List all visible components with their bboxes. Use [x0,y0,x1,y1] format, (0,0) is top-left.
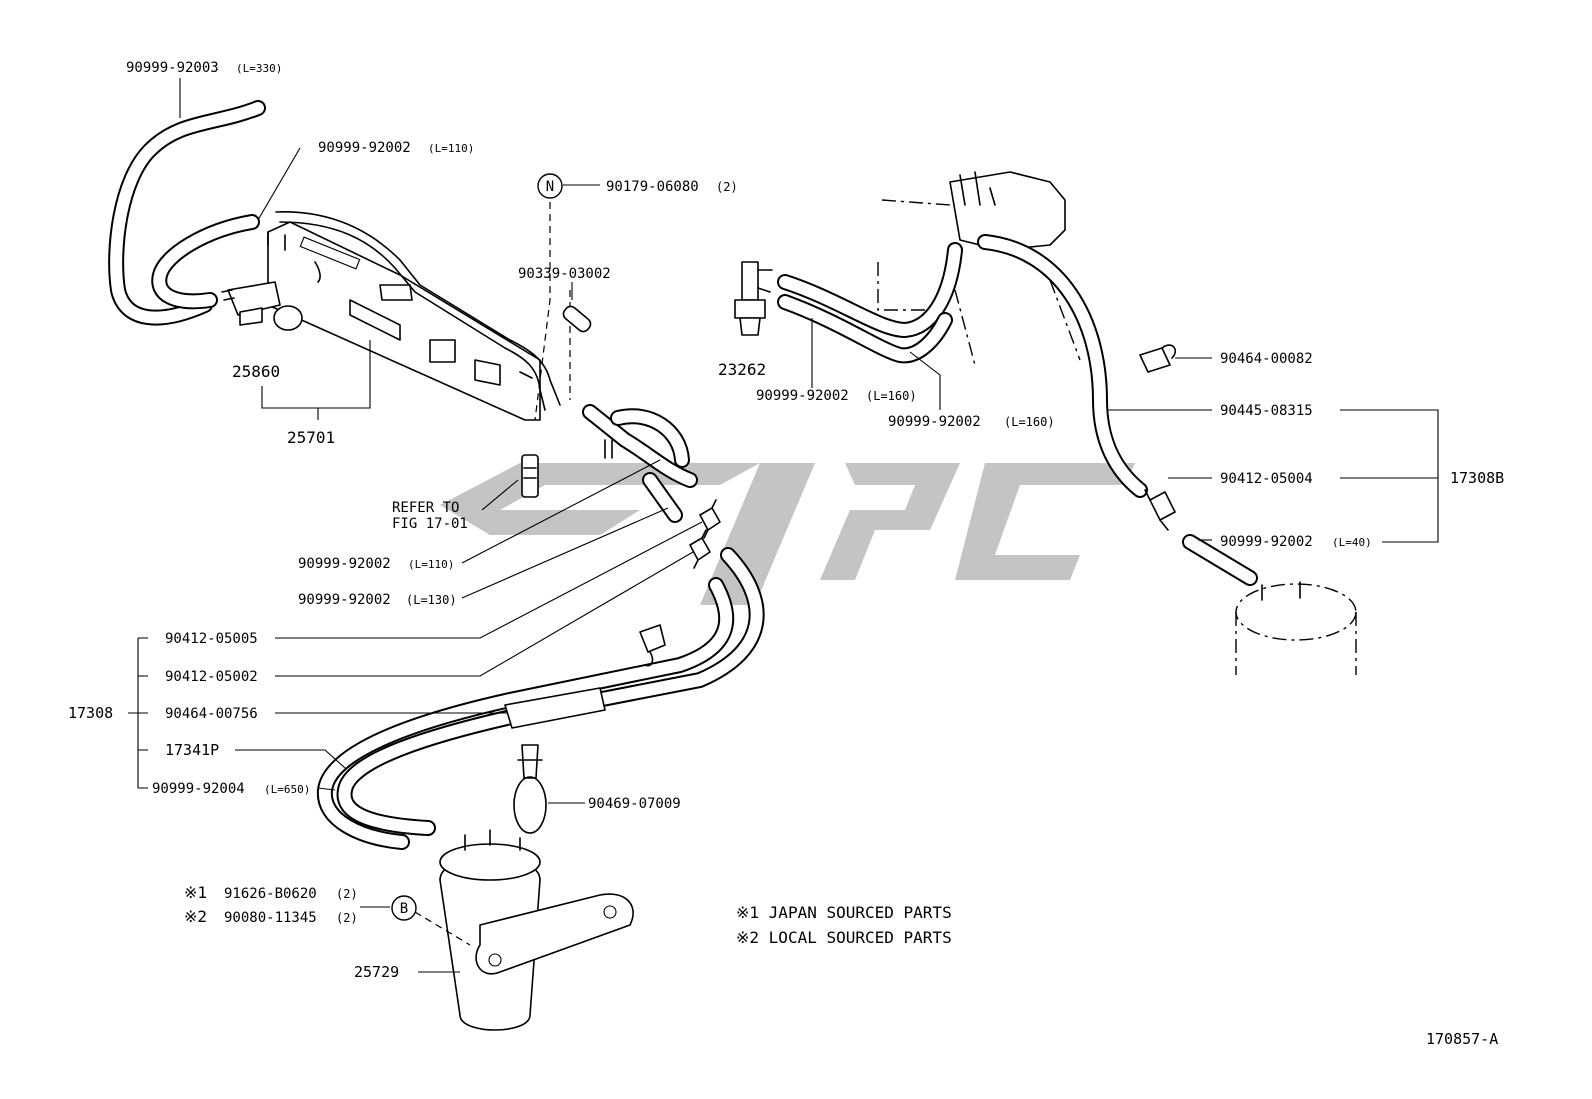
leader-25701 [261,340,371,420]
label-hose-l330-len: (L=330) [236,62,282,75]
connector-05002-shape [689,529,711,569]
label-group-17308: 17308 [68,704,113,722]
label-refer-line1: REFER TO [392,500,459,516]
svg-text:N: N [546,179,554,195]
label-hose-l40: 90999-92002 [1220,534,1313,550]
label-bolt-90179: 90179-06080 [606,179,699,195]
circle-b: B [391,895,417,921]
label-sensor-23262: 23262 [718,360,766,379]
label-hose-l160-b: 90999-92002 [888,414,981,430]
hose-17341p-shape [316,547,765,850]
hose-l160-b-shape [777,294,953,364]
label-hose-17341p: 17341P [165,741,219,759]
leaders [128,78,1439,973]
watermark-logo [440,463,1135,605]
label-hose-l110-mid-len: (L=110) [408,558,454,571]
label-note2-part: 90080-11345 [224,910,317,926]
hose-08315-shape [954,234,1148,498]
hose-l160-a-shape [777,242,963,338]
drawing-number: 170857-A [1426,1030,1498,1048]
vsv-valve [221,281,303,331]
label-filter-25729: 25729 [354,963,399,981]
label-note1-qty: (2) [336,887,358,901]
centerline-n [534,202,551,421]
hose-l110-top-shape [151,214,260,310]
label-hose-l110-mid: 90999-92002 [298,556,391,572]
label-hose-l110-top-len: (L=110) [428,142,474,155]
label-conn-05004: 90412-05004 [1220,471,1313,487]
label-bolt-90179-qty: (2) [716,180,738,194]
circle-n: N [537,173,563,199]
note-local-sourced: ※2 LOCAL SOURCED PARTS [736,928,952,947]
hose-l130-shape [642,472,683,523]
canister-shape [439,829,634,1031]
sensor-23262-shape [734,261,773,336]
label-note1-mark: ※1 [184,883,207,902]
label-note2-qty: (2) [336,911,358,925]
label-vsv-25860: 25860 [232,362,280,381]
bracket-assembly [267,211,561,421]
label-clamp-00756: 90464-00756 [165,706,258,722]
hose-l40-shape [1182,534,1258,586]
label-hose-l130-len: (L=130) [406,593,457,607]
leader-b-dash [414,911,471,946]
label-hose-l650-len: (L=650) [264,783,310,796]
label-clamp-07009: 90469-07009 [588,796,681,812]
note-japan-sourced: ※1 JAPAN SOURCED PARTS [736,903,952,922]
fitting-refer [521,454,539,498]
label-hose-l160-a-len: (L=160) [866,389,917,403]
right-canister-shape [1235,581,1357,675]
label-hose-l650: 90999-92004 [152,781,245,797]
label-hose-l160-b-len: (L=160) [1004,415,1055,429]
label-hose-l130: 90999-92002 [298,592,391,608]
hose-l330-shape [108,100,266,326]
label-note2-mark: ※2 [184,907,207,926]
clamp-07009-shape [513,744,547,834]
svg-text:B: B [400,901,408,917]
label-hose-l160-a: 90999-92002 [756,388,849,404]
label-hose-l330: 90999-92003 [126,60,219,76]
label-clip-00082: 90464-00082 [1220,351,1313,367]
label-hose-l110-top: 90999-92002 [318,140,411,156]
label-group-17308b: 17308B [1450,469,1504,487]
label-bracket-25701: 25701 [287,428,335,447]
clip-00082-shape [1139,344,1177,373]
connector-05004-shape [1144,489,1176,531]
clamp-00756-shape [639,624,666,667]
label-conn-05005: 90412-05005 [165,631,258,647]
plug-shape [562,305,592,333]
connector-05005-shape [699,499,721,539]
label-conn-05002: 90412-05002 [165,669,258,685]
hose-l110-mid-shape [582,404,698,488]
label-note1-part: 91626-B0620 [224,886,317,902]
intake-fitting-shape [877,171,1066,311]
label-plug-90339: 90339-03002 [518,266,611,282]
label-refer-line2: FIG 17-01 [392,516,468,532]
label-hose-l40-len: (L=40) [1332,536,1372,549]
label-hose-08315: 90445-08315 [1220,403,1313,419]
